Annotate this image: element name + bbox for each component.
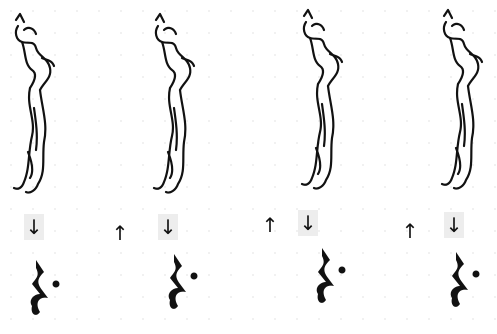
rest-symbol-2 <box>160 252 204 320</box>
arrow-down-1: ↓ <box>24 214 44 240</box>
arrow-down-3: ↓ <box>298 210 318 236</box>
arrow-up-2: ↑ <box>110 220 130 246</box>
rest-symbol-3 <box>308 246 352 314</box>
arrow-down-2: ↓ <box>158 214 178 240</box>
figure-3 <box>296 8 356 193</box>
rest-symbol-1 <box>22 258 66 326</box>
arrow-up-4: ↑ <box>400 218 420 244</box>
figure-1 <box>8 12 68 197</box>
arrow-up-3: ↑ <box>260 212 280 238</box>
figure-4 <box>436 8 496 193</box>
figure-2 <box>148 12 208 197</box>
rest-symbol-4 <box>442 250 486 318</box>
arrow-down-4: ↓ <box>444 212 464 238</box>
